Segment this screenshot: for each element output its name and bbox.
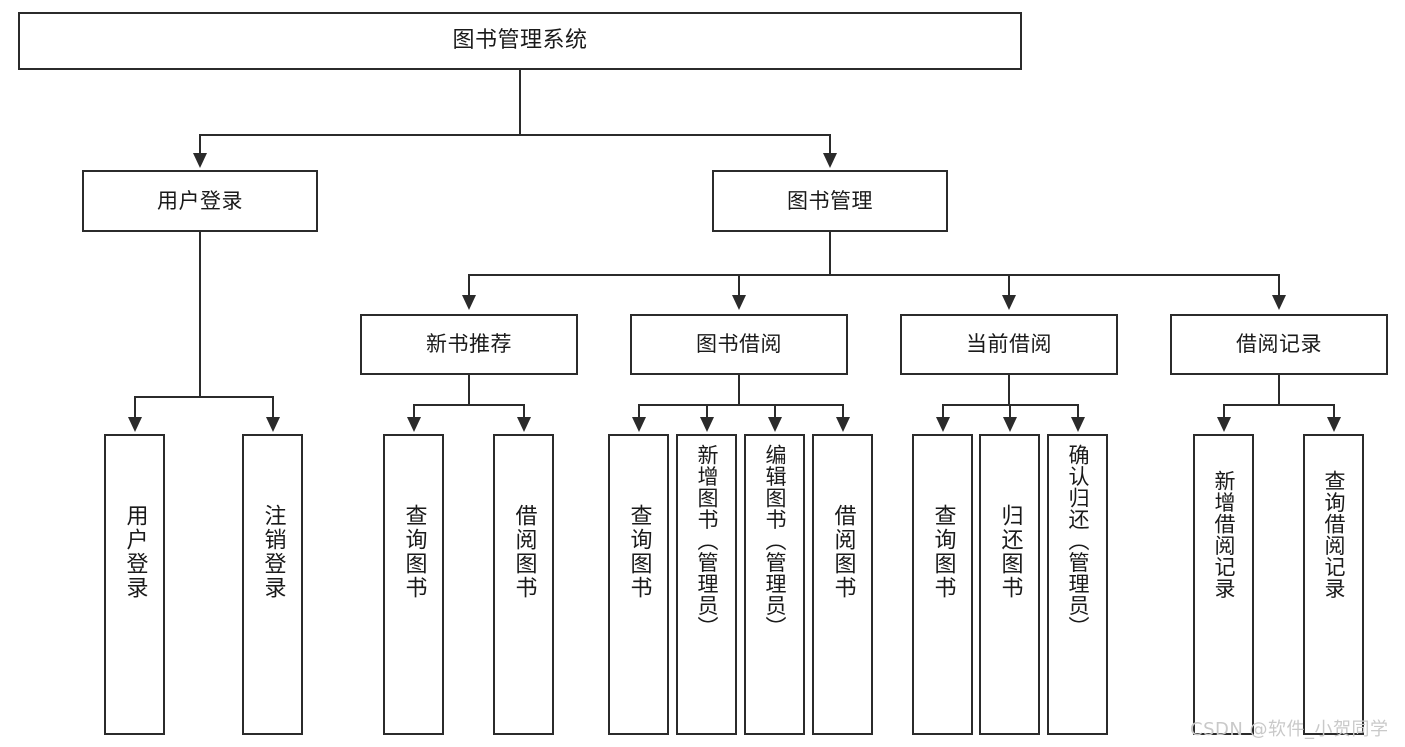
connector-newbook-bus: [413, 404, 523, 406]
node-current-borrowing[interactable]: 当前借阅: [900, 314, 1118, 375]
arrow-borrow-leaf-2: [700, 417, 714, 432]
arrow-records-leaf-2: [1327, 417, 1341, 432]
connector-root-bus: [199, 134, 831, 136]
node-label: 查询图书: [626, 504, 652, 600]
node-label: 归还图书: [997, 504, 1023, 600]
connector-bookmgmt-bus: [468, 274, 1279, 276]
arrow-login-leaf-1: [128, 417, 142, 432]
node-user-login[interactable]: 用户登录: [82, 170, 318, 232]
arrow-borrow-leaf-3: [768, 417, 782, 432]
connector-borrow-drop-3: [774, 404, 776, 418]
node-leaf-edit-book-admin[interactable]: 编辑图书（管理员）: [744, 434, 805, 735]
connector-newbook-drop-1: [413, 404, 415, 418]
connector-bookmgmt-drop-2: [738, 274, 740, 296]
connector-borrow-drop-1: [638, 404, 640, 418]
connector-login-stem: [199, 232, 201, 396]
node-book-management[interactable]: 图书管理: [712, 170, 948, 232]
node-label: 确认归还（管理员）: [1066, 444, 1090, 638]
node-leaf-return-books[interactable]: 归还图书: [979, 434, 1040, 735]
connector-borrow-drop-4: [842, 404, 844, 418]
node-label: 借阅图书: [830, 504, 856, 600]
connector-current-drop-1: [942, 404, 944, 418]
node-label: 图书借阅: [696, 332, 782, 357]
arrow-bookmgmt-current: [1002, 295, 1016, 310]
node-label: 注销登录: [260, 504, 286, 600]
arrow-borrow-leaf-1: [632, 417, 646, 432]
connector-login-bus: [134, 396, 272, 398]
node-label: 查询图书: [401, 504, 427, 600]
connector-login-drop-2: [272, 396, 274, 418]
node-label: 用户登录: [122, 504, 148, 600]
connector-records-drop-1: [1223, 404, 1225, 418]
node-label: 借阅记录: [1236, 332, 1322, 357]
node-label: 借阅图书: [511, 504, 537, 600]
node-leaf-add-borrow-record[interactable]: 新增借阅记录: [1193, 434, 1254, 735]
node-label: 新书推荐: [426, 332, 512, 357]
arrow-bookmgmt-newbook: [462, 295, 476, 310]
connector-records-stem: [1278, 375, 1280, 404]
node-leaf-user-login[interactable]: 用户登录: [104, 434, 165, 735]
connector-newbook-stem: [468, 375, 470, 404]
connector-current-drop-3: [1077, 404, 1079, 418]
connector-login-drop-1: [134, 396, 136, 418]
node-leaf-confirm-return-admin[interactable]: 确认归还（管理员）: [1047, 434, 1108, 735]
arrow-root-to-login: [193, 153, 207, 168]
arrow-current-leaf-1: [936, 417, 950, 432]
node-new-book-recommendation[interactable]: 新书推荐: [360, 314, 578, 375]
node-leaf-query-books-borrow[interactable]: 查询图书: [608, 434, 669, 735]
connector-bookmgmt-stem: [829, 232, 831, 274]
connector-borrow-drop-2: [706, 404, 708, 418]
connector-root-to-login: [199, 134, 201, 156]
connector-borrow-bus: [638, 404, 843, 406]
arrow-current-leaf-2: [1003, 417, 1017, 432]
connector-bookmgmt-drop-4: [1278, 274, 1280, 296]
arrow-newbook-leaf-1: [407, 417, 421, 432]
connector-root-stem: [519, 68, 521, 134]
node-leaf-borrow-books-borrow[interactable]: 借阅图书: [812, 434, 873, 735]
connector-newbook-drop-2: [523, 404, 525, 418]
node-borrowing-records[interactable]: 借阅记录: [1170, 314, 1388, 375]
node-leaf-query-books-current[interactable]: 查询图书: [912, 434, 973, 735]
node-label: 查询图书: [930, 504, 956, 600]
node-label: 图书管理系统: [452, 28, 588, 54]
connector-root-to-bookmgmt: [829, 134, 831, 156]
node-label: 新增借阅记录: [1212, 470, 1236, 599]
arrow-records-leaf-1: [1217, 417, 1231, 432]
connector-bookmgmt-drop-3: [1008, 274, 1010, 296]
node-label: 用户登录: [157, 188, 243, 213]
arrow-root-to-bookmgmt: [823, 153, 837, 168]
node-label: 图书管理: [787, 188, 873, 213]
node-leaf-logout[interactable]: 注销登录: [242, 434, 303, 735]
watermark-csdn: CSDN @软件_小贺同学: [1190, 719, 1389, 740]
node-leaf-add-book-admin[interactable]: 新增图书（管理员）: [676, 434, 737, 735]
arrow-newbook-leaf-2: [517, 417, 531, 432]
connector-borrow-stem: [738, 375, 740, 404]
arrow-bookmgmt-records: [1272, 295, 1286, 310]
node-label: 编辑图书（管理员）: [763, 444, 787, 638]
connector-current-drop-2: [1009, 404, 1011, 418]
node-leaf-borrow-books-newbook[interactable]: 借阅图书: [493, 434, 554, 735]
connector-bookmgmt-drop-1: [468, 274, 470, 296]
connector-current-stem: [1008, 375, 1010, 404]
arrow-borrow-leaf-4: [836, 417, 850, 432]
node-label: 当前借阅: [966, 332, 1052, 357]
arrow-bookmgmt-borrow: [732, 295, 746, 310]
connector-records-drop-2: [1333, 404, 1335, 418]
node-label: 新增图书（管理员）: [695, 444, 719, 638]
arrow-current-leaf-3: [1071, 417, 1085, 432]
node-root-book-management-system[interactable]: 图书管理系统: [18, 12, 1022, 70]
arrow-login-leaf-2: [266, 417, 280, 432]
node-label: 查询借阅记录: [1322, 470, 1346, 599]
node-leaf-query-borrow-record[interactable]: 查询借阅记录: [1303, 434, 1364, 735]
connector-records-bus: [1223, 404, 1333, 406]
node-leaf-query-books-newbook[interactable]: 查询图书: [383, 434, 444, 735]
node-book-borrowing[interactable]: 图书借阅: [630, 314, 848, 375]
